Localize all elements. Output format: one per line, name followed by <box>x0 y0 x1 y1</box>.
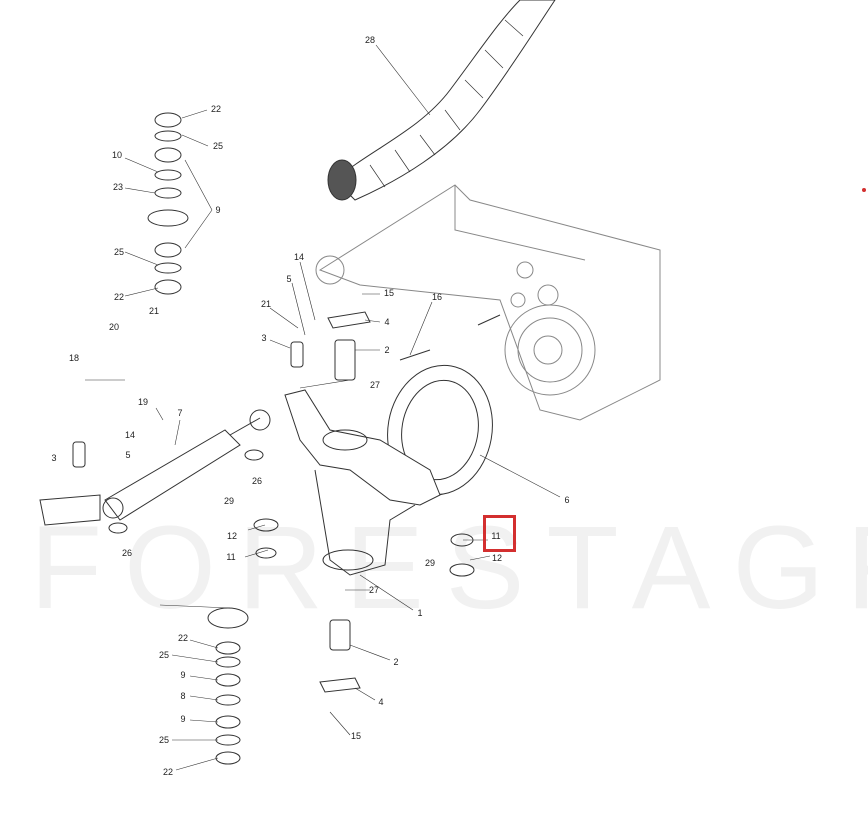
callout-label: 16 <box>431 292 443 302</box>
bearing-stacks <box>108 112 475 765</box>
callout-label: 14 <box>293 252 305 262</box>
callout-label: 22 <box>113 292 125 302</box>
hose <box>327 0 556 201</box>
callout-label: 9 <box>180 670 186 680</box>
callout-label: 25 <box>113 247 125 257</box>
steering-knuckle <box>284 389 441 576</box>
callout-label: 28 <box>364 35 376 45</box>
pins-and-bolts <box>72 311 501 693</box>
callout-label: 22 <box>177 633 189 643</box>
callout-label: 2 <box>384 345 390 355</box>
callout-label: 25 <box>158 650 170 660</box>
leader-lines <box>85 44 561 771</box>
callout-label: 21 <box>260 299 272 309</box>
red-dot-marker <box>862 188 866 192</box>
callout-label: 15 <box>350 731 362 741</box>
callout-label: 3 <box>261 333 267 343</box>
callout-label: 7 <box>177 408 183 418</box>
callout-label: 18 <box>68 353 80 363</box>
callout-label: 4 <box>378 697 384 707</box>
callout-label: 5 <box>286 274 292 284</box>
callout-label: 27 <box>369 380 381 390</box>
callout-label: 10 <box>111 150 123 160</box>
hydraulic-cylinder <box>39 409 271 526</box>
callout-label: 14 <box>124 430 136 440</box>
callout-label: 26 <box>251 476 263 486</box>
callout-label: 3 <box>51 453 57 463</box>
callout-label: 26 <box>121 548 133 558</box>
callout-label: 25 <box>212 141 224 151</box>
callout-label: 2 <box>393 657 399 667</box>
callout-label: 23 <box>112 182 124 192</box>
callout-label: 29 <box>223 496 235 506</box>
callout-label: 6 <box>564 495 570 505</box>
callout-label: 11 <box>226 552 236 562</box>
callout-label: 9 <box>180 714 186 724</box>
callout-label: 4 <box>384 317 390 327</box>
callout-label: 27 <box>368 585 380 595</box>
callout-label: 1 <box>417 608 423 618</box>
callout-label: 9 <box>215 205 221 215</box>
callout-label: 29 <box>424 558 436 568</box>
callout-label: 5 <box>125 450 131 460</box>
callout-label: 25 <box>158 735 170 745</box>
callout-label: 20 <box>108 322 120 332</box>
callout-label: 12 <box>226 531 238 541</box>
watermark: FORESTAGRI <box>30 502 868 634</box>
callout-label: 15 <box>383 288 395 298</box>
callout-label: 8 <box>180 691 186 701</box>
callout-label: 11 <box>491 531 501 541</box>
highlight-box <box>483 515 516 552</box>
callout-label: 19 <box>137 397 149 407</box>
callout-label: 22 <box>162 767 174 777</box>
callout-label: 21 <box>148 306 160 316</box>
callout-label: 12 <box>491 553 503 563</box>
callout-label: 22 <box>210 104 222 114</box>
axle-frame <box>315 184 661 421</box>
